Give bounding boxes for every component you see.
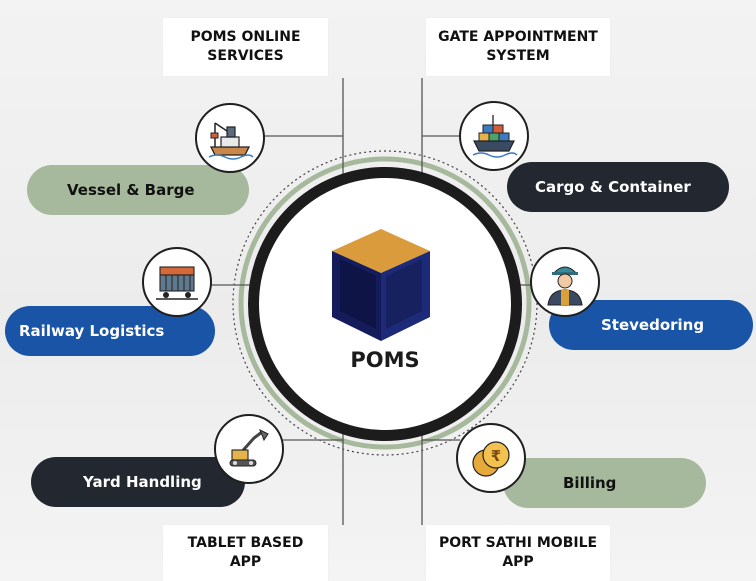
poms-cube-logo — [332, 229, 430, 341]
railway-logistics-pill: Railway Logistics — [5, 306, 215, 356]
stevedoring-label: Stevedoring — [601, 316, 705, 334]
port-sathi-mobile-app-box: PORT SATHI MOBILE APP — [426, 525, 610, 581]
yard-icon-circle — [214, 414, 284, 484]
cargo-icon-circle — [459, 101, 529, 171]
cargo-container-pill: Cargo & Container — [507, 162, 729, 212]
billing-icon-circle: ₹ — [456, 423, 526, 493]
hub-title: POMS — [350, 348, 420, 372]
rupee-coins-icon: ₹ — [472, 441, 510, 477]
vessel-barge-pill: Vessel & Barge — [27, 165, 249, 215]
cargo-container-label: Cargo & Container — [535, 178, 691, 196]
railway-wagon-icon — [156, 266, 198, 300]
yard-handling-pill: Yard Handling — [31, 457, 245, 507]
vessel-barge-label: Vessel & Barge — [67, 181, 195, 199]
container-ship-icon — [472, 115, 518, 158]
ship-crane-icon — [208, 122, 254, 160]
tablet-based-app-box: TABLET BASED APP — [163, 525, 328, 581]
railway-icon-circle — [142, 247, 212, 317]
gate-appointment-system-box: GATE APPOINTMENT SYSTEM — [426, 18, 610, 76]
svg-text:₹: ₹ — [491, 447, 501, 465]
poms-online-services-box: POMS ONLINE SERVICES — [163, 18, 328, 76]
yard-handling-label: Yard Handling — [83, 473, 202, 491]
railway-logistics-label: Railway Logistics — [19, 322, 165, 340]
billing-pill: Billing — [503, 458, 706, 508]
stevedoring-icon-circle — [530, 247, 600, 317]
billing-label: Billing — [563, 474, 617, 492]
excavator-icon — [229, 428, 269, 467]
worker-icon — [547, 266, 583, 306]
outer-ring — [238, 156, 532, 450]
vessel-icon-circle — [195, 103, 265, 173]
